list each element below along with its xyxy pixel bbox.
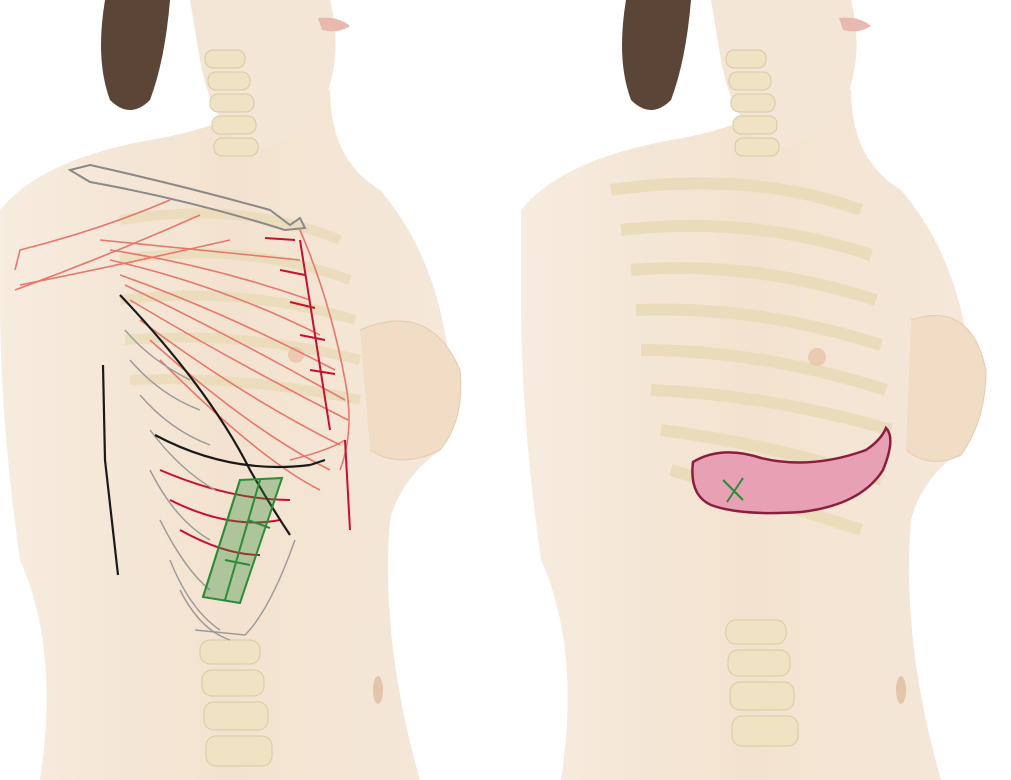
left-illustration-panel <box>0 0 490 780</box>
navel <box>373 676 383 704</box>
lips <box>839 18 871 32</box>
hair <box>622 0 691 110</box>
hair <box>101 0 170 110</box>
lips <box>318 18 350 32</box>
left-anatomy-illustration <box>0 0 490 780</box>
right-anatomy-illustration <box>521 0 1011 780</box>
right-illustration-panel <box>521 0 1011 780</box>
navel <box>896 676 906 704</box>
nipple-right <box>808 348 826 366</box>
breast <box>906 316 986 462</box>
